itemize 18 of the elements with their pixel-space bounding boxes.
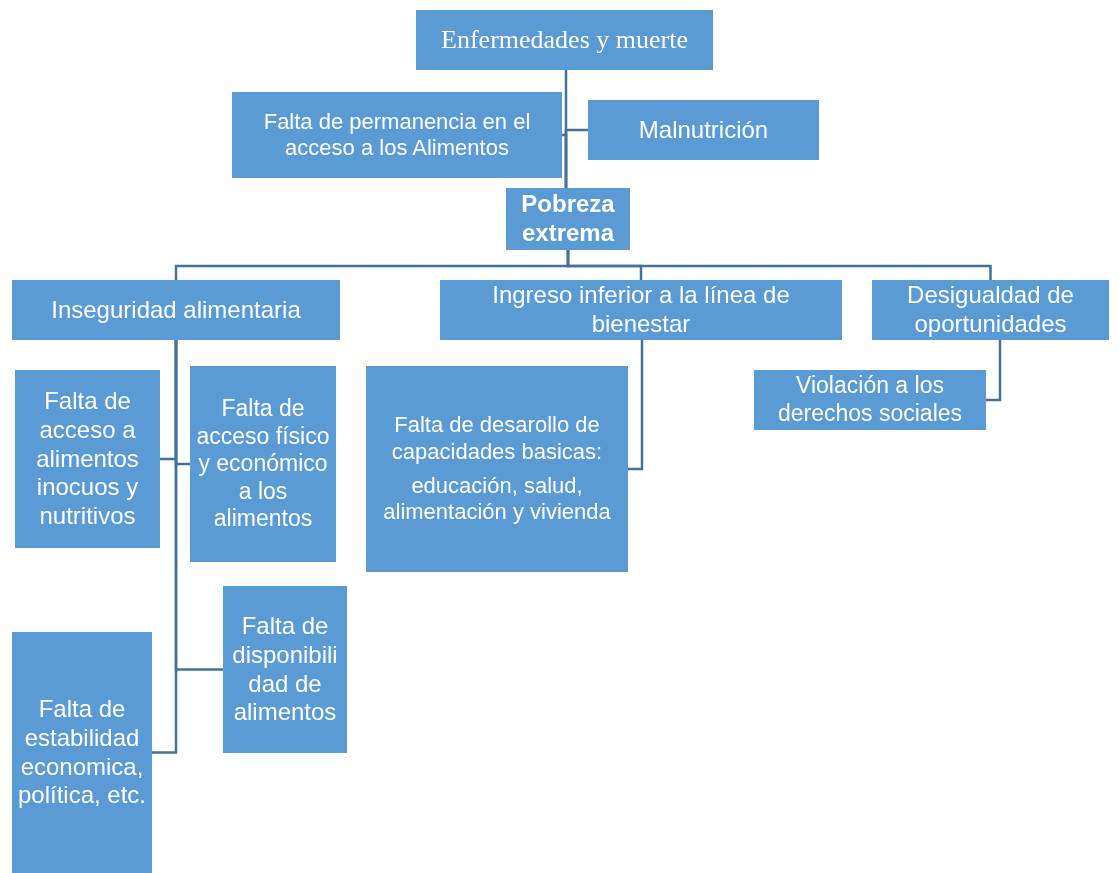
concept-box: Falta de acceso a alimentos inocuos y nutritivos — [15, 370, 160, 548]
concept-box: Desigualdad de oportunidades — [872, 280, 1109, 340]
connector-line — [566, 250, 992, 280]
connector-line — [986, 340, 1002, 402]
concept-box: Ingreso inferior a la línea de bienestar — [440, 280, 842, 340]
concept-box: Enfermedades y muerte — [416, 10, 713, 70]
connector-line — [152, 340, 178, 754]
concept-box: Falta de permanencia en el acceso a los Alimentos — [232, 92, 562, 178]
connector-line — [564, 128, 588, 188]
concept-box: Pobreza extrema — [506, 188, 630, 250]
concept-box: Falta de desarollo de capacidades basicas: educación, salud, alimentación y vivienda — [366, 366, 628, 572]
concept-box: Falta de estabilidad economica, política, etc. — [12, 632, 152, 873]
concept-box: Falta de disponibilidad de alimentos — [223, 586, 347, 753]
concept-box: Violación a los derechos sociales — [754, 370, 986, 430]
concept-box: Falta de acceso físico y económico a los alimentos — [190, 366, 336, 562]
concept-box: Malnutrición — [588, 100, 819, 160]
connector-line — [628, 340, 644, 471]
concept-box: Inseguridad alimentaria — [12, 280, 340, 340]
